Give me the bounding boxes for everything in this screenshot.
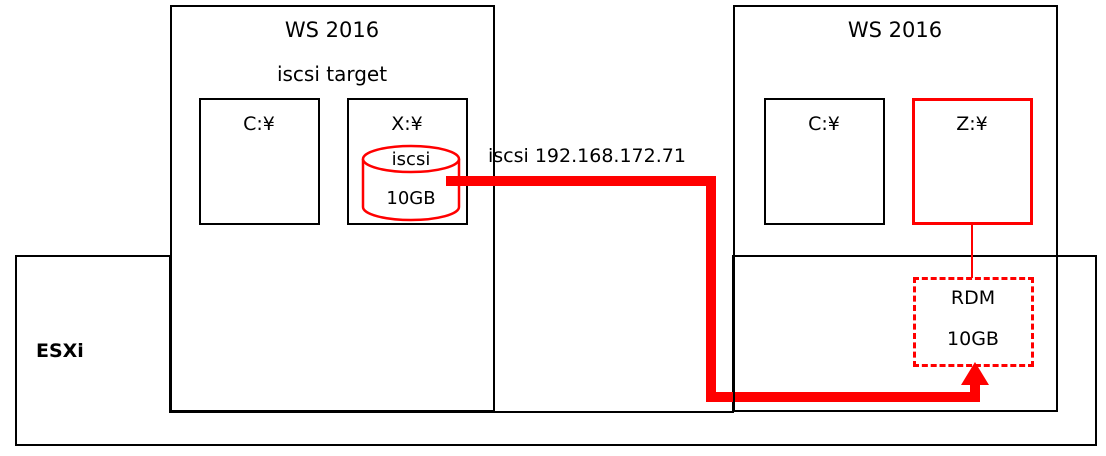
right-drive-z-label: Z:¥: [956, 113, 988, 135]
rdm-size-label: 10GB: [947, 328, 999, 350]
iscsi-path-segment-top: [446, 176, 716, 186]
left-drive-c-label: C:¥: [243, 113, 275, 135]
right-host-panel: [733, 5, 1058, 412]
rdm-type-label: RDM: [950, 287, 996, 309]
left-host-title: WS 2016: [284, 18, 380, 42]
left-drive-x-box: [347, 98, 468, 225]
esxi-host-label: ESXi: [36, 340, 84, 362]
left-host-subtitle: iscsi target: [276, 62, 388, 86]
iscsi-storage-size-label: 10GB: [386, 188, 436, 209]
right-drive-c-box: [764, 98, 885, 225]
right-host-title: WS 2016: [847, 18, 943, 42]
iscsi-storage-top-label: iscsi: [391, 149, 431, 170]
left-drive-c-box: [199, 98, 320, 225]
iscsi-path-segment-riser: [970, 378, 980, 398]
left-host-panel: [170, 5, 495, 412]
left-drive-x-label: X:¥: [391, 113, 423, 135]
iscsi-path-segment-bottom: [706, 392, 980, 402]
right-drive-z-box: [912, 98, 1033, 225]
iscsi-connection-label: iscsi 192.168.172.71: [488, 145, 686, 167]
right-drive-c-label: C:¥: [808, 113, 840, 135]
z-to-rdm-connector: [971, 225, 973, 278]
rdm-box: [913, 277, 1034, 367]
iscsi-path-segment-vertical: [706, 176, 716, 402]
